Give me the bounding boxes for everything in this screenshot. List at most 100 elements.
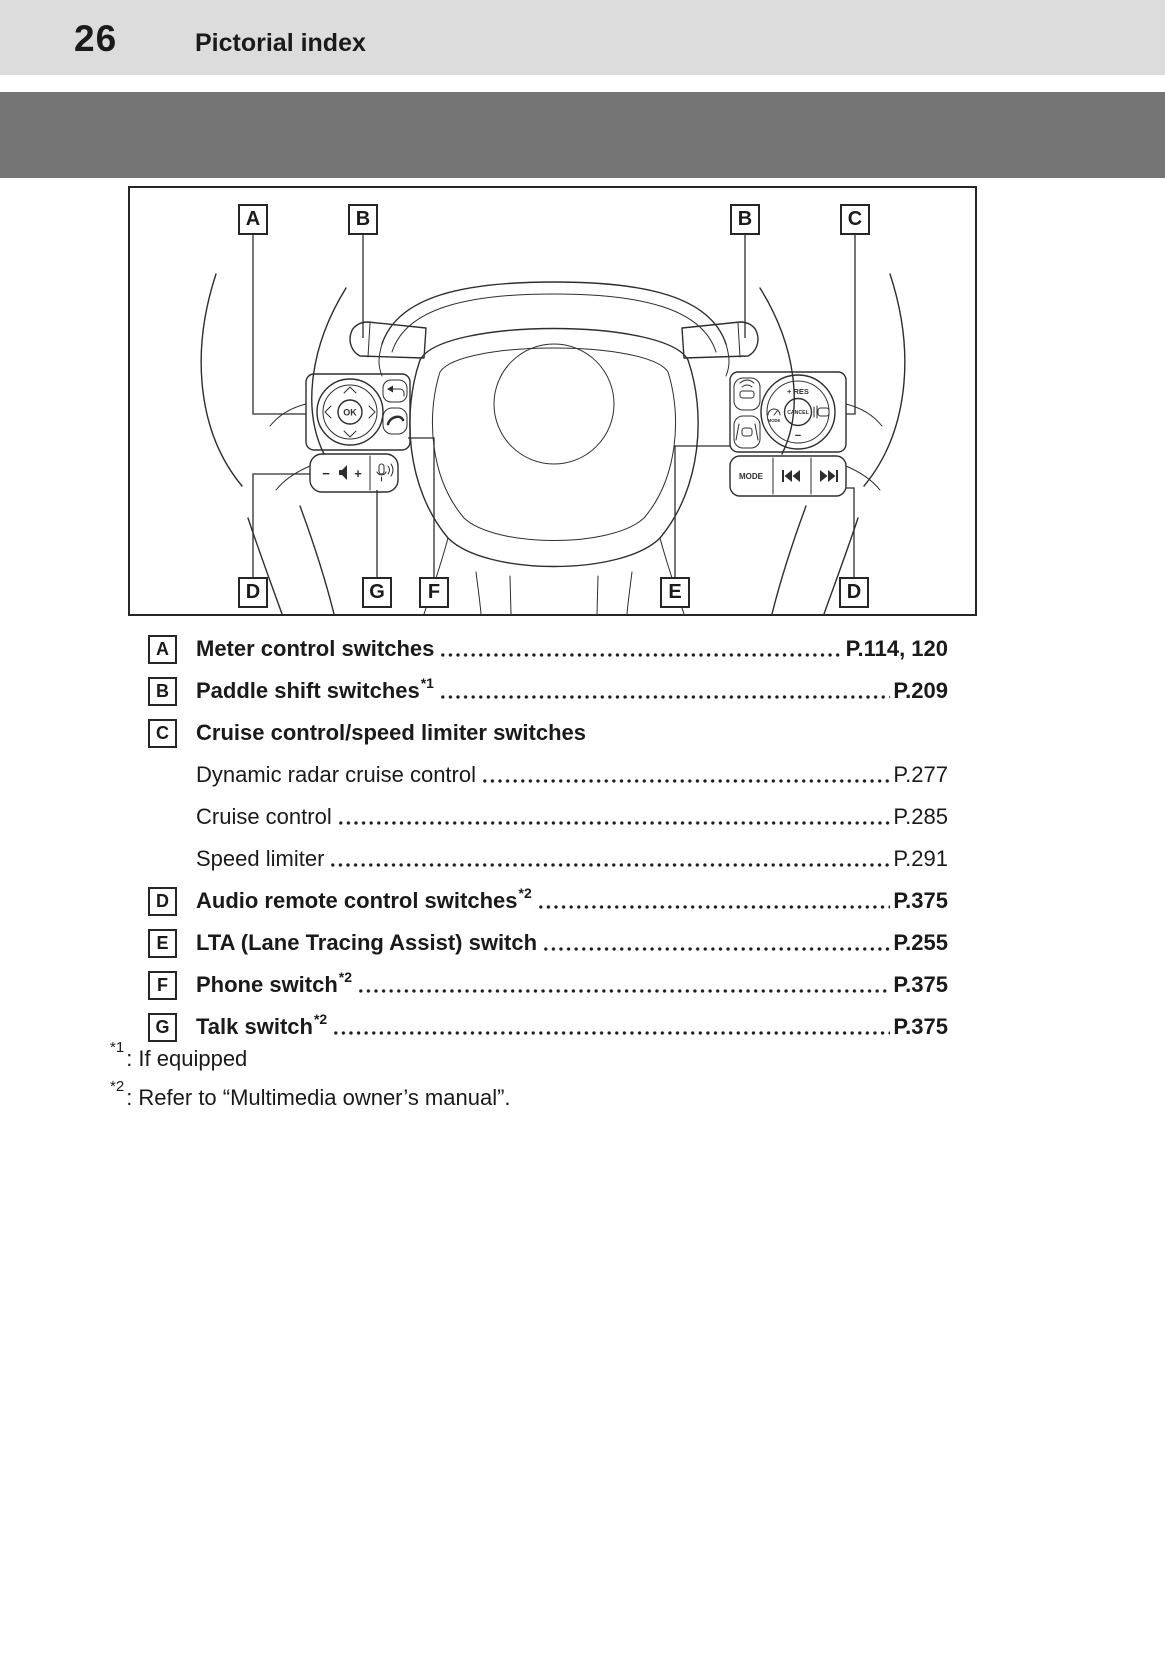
- row-label: Speed limiter: [196, 846, 325, 871]
- row-page-reference: P.375: [893, 972, 948, 997]
- wheel-spokes: [269, 403, 883, 491]
- meter-control-switches: OK: [305, 373, 411, 451]
- row-letter-box: C: [148, 718, 177, 748]
- wheel-rim: [200, 273, 906, 614]
- cancel-label: CANCEL: [787, 410, 809, 416]
- footnote: *2: Refer to “Multimedia owner’s manual”…: [110, 1078, 511, 1111]
- dot-leader: [327, 838, 891, 880]
- cruise-control-switches: + RES CANCEL − MODE: [729, 371, 847, 453]
- index-row: B Paddle shift switches*1 P.209: [148, 670, 948, 712]
- row-letter-box: G: [148, 1012, 177, 1042]
- callout-d: D: [839, 577, 869, 608]
- row-superscript: *2: [313, 1011, 328, 1027]
- row-label: Meter control switches: [196, 636, 435, 661]
- steering-wheel-drawing: OK −: [200, 235, 906, 614]
- index-row: Dynamic radar cruise control P.277: [148, 754, 948, 796]
- page-number: 26: [74, 18, 118, 59]
- dot-leader: [478, 754, 891, 796]
- footnote-text: : If equipped: [126, 1046, 248, 1071]
- row-superscript: *2: [338, 969, 353, 985]
- media-mode-label: MODE: [739, 472, 764, 481]
- ok-button-label: OK: [343, 408, 357, 418]
- audio-remote-control-switches-left: − +: [309, 453, 399, 493]
- speed-limiter-mode-icon: MODE: [767, 408, 781, 423]
- row-page-reference: P.114, 120: [845, 636, 948, 661]
- footnote-superscript: *2: [110, 1078, 125, 1095]
- letter-slot: F: [148, 970, 196, 1000]
- letter-slot: G: [148, 1012, 196, 1042]
- row-label: Talk switch: [196, 1014, 313, 1039]
- audio-remote-control-switches-right: MODE: [729, 455, 847, 497]
- index-row: G Talk switch*2 P.375: [148, 1006, 948, 1048]
- callout-a: A: [238, 204, 268, 235]
- index-row: C Cruise control/speed limiter switches: [148, 712, 948, 754]
- callout-f: F: [419, 577, 449, 608]
- index-row: Speed limiter P.291: [148, 838, 948, 880]
- following-distance-icon: [813, 405, 830, 419]
- dot-leader: [334, 796, 891, 838]
- callout-leader-lines: [252, 235, 856, 577]
- letter-slot: C: [148, 718, 196, 748]
- row-page-reference: P.209: [893, 678, 948, 703]
- dot-leader: [355, 964, 891, 1006]
- row-letter-box: A: [148, 634, 177, 664]
- callout-g: G: [362, 577, 392, 608]
- dot-leader: [534, 880, 891, 922]
- dot-leader: [437, 628, 843, 670]
- row-page-reference: P.255: [893, 930, 948, 955]
- dial-mode-label: MODE: [768, 418, 781, 423]
- row-page-reference: P.375: [893, 1014, 948, 1039]
- vehicle-detection-icon: [739, 379, 755, 399]
- row-letter-box: D: [148, 886, 177, 916]
- row-superscript: *2: [518, 885, 532, 901]
- row-label: Audio remote control switches: [196, 888, 518, 913]
- footnote-text: : Refer to “Multimedia owner’s manual”.: [126, 1085, 511, 1110]
- row-letter-box: E: [148, 928, 177, 958]
- callout-b: B: [348, 204, 378, 235]
- row-page-reference: P.291: [893, 846, 948, 871]
- row-page-reference: P.277: [893, 762, 948, 787]
- footnotes: *1: If equipped*2: Refer to “Multimedia …: [110, 1039, 511, 1124]
- lta-switch-icon: [735, 423, 759, 441]
- footnote: *1: If equipped: [110, 1039, 511, 1072]
- speaker-icon: [339, 465, 347, 480]
- back-button-icon: [387, 385, 405, 397]
- index-row: A Meter control switches P.114, 120: [148, 628, 948, 670]
- res-label: + RES: [787, 387, 809, 396]
- callout-b: B: [730, 204, 760, 235]
- callout-c: C: [840, 204, 870, 235]
- letter-slot: D: [148, 886, 196, 916]
- row-label: Cruise control/speed limiter switches: [196, 720, 587, 745]
- row-letter-box: B: [148, 676, 177, 706]
- section-band: [0, 92, 1165, 178]
- row-label: Paddle shift switches: [196, 678, 420, 703]
- talk-switch-icon: [376, 463, 394, 482]
- row-superscript: *1: [420, 675, 434, 691]
- set-minus-label: −: [795, 430, 801, 442]
- letter-slot: B: [148, 676, 196, 706]
- volume-up-label: +: [354, 466, 362, 481]
- dot-leader: [436, 670, 891, 712]
- index-row: E LTA (Lane Tracing Assist) switch P.255: [148, 922, 948, 964]
- letter-slot: A: [148, 634, 196, 664]
- letter-slot: E: [148, 928, 196, 958]
- index-row: Cruise control P.285: [148, 796, 948, 838]
- paddle-shift-switch-right: [681, 321, 759, 359]
- row-label: Phone switch: [196, 972, 338, 997]
- row-page-reference: P.285: [893, 804, 948, 829]
- steering-wheel-diagram: OK −: [128, 186, 977, 616]
- row-label: Cruise control: [196, 804, 332, 829]
- row-label: Dynamic radar cruise control: [196, 762, 476, 787]
- wheel-center-pad: [409, 327, 699, 614]
- index-row: D Audio remote control switches*2 P.375: [148, 880, 948, 922]
- footnote-superscript: *1: [110, 1039, 125, 1056]
- index-row: F Phone switch*2 P.375: [148, 964, 948, 1006]
- row-page-reference: P.375: [893, 888, 948, 913]
- page-title: Pictorial index: [195, 29, 366, 57]
- next-track-icon: [820, 470, 838, 482]
- phone-switch-icon: [386, 415, 405, 426]
- row-label: LTA (Lane Tracing Assist) switch: [196, 930, 538, 955]
- row-letter-box: F: [148, 970, 177, 1000]
